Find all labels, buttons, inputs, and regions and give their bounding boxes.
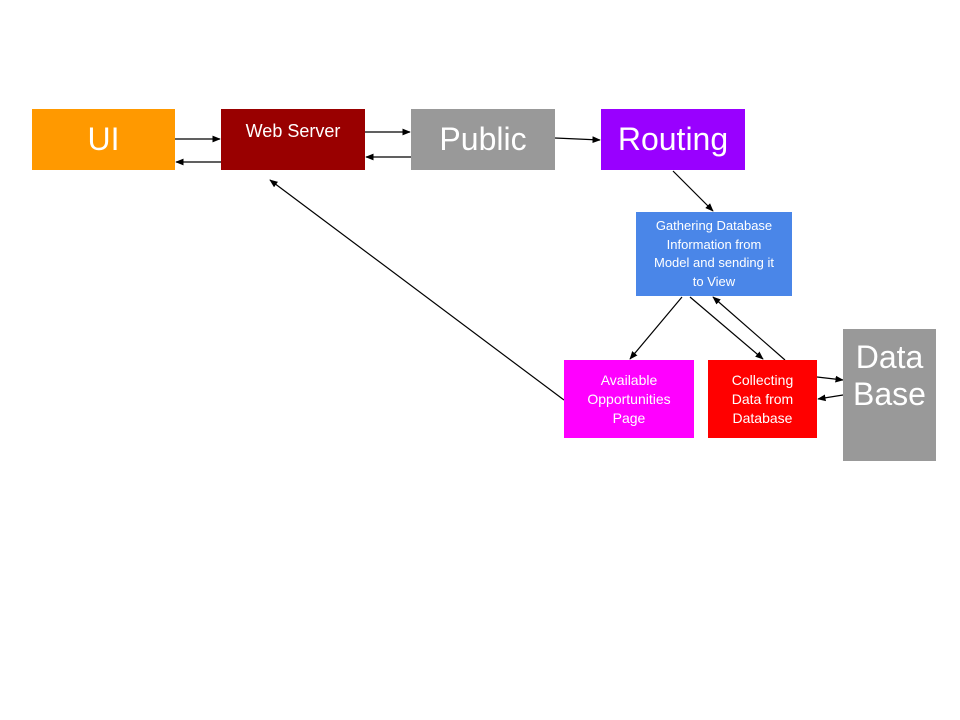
node-gathering-label: Gathering Database Information from Mode… [654, 218, 774, 289]
node-web-server-label: Web Server [245, 121, 341, 141]
node-available-opportunities-page: Available Opportunities Page [564, 360, 694, 438]
node-gathering-database-information: Gathering Database Information from Mode… [636, 212, 792, 296]
node-routing: Routing [601, 109, 745, 170]
node-database-label: Data Base [853, 339, 926, 412]
arrow-collecting-to-gathering [712, 296, 786, 361]
node-collecting-label: Collecting Data from Database [731, 371, 794, 426]
node-available-label: Available Opportunities Page [587, 371, 671, 426]
arrow-available-to-web-server [269, 179, 565, 401]
arrow-gathering-to-collecting [689, 296, 764, 360]
node-ui-label: UI [87, 121, 120, 157]
arrow-collecting-to-database [816, 375, 844, 383]
arrow-gathering-to-available [629, 296, 683, 360]
arrow-routing-to-gathering [672, 170, 714, 212]
node-public-label: Public [439, 121, 527, 157]
node-web-server: Web Server [221, 109, 365, 170]
node-database: Data Base [843, 329, 936, 461]
node-public: Public [411, 109, 555, 170]
node-routing-label: Routing [617, 121, 729, 157]
node-collecting-data-from-database: Collecting Data from Database [708, 360, 817, 438]
arrow-database-to-collecting [817, 394, 844, 402]
node-ui: UI [32, 109, 175, 170]
arrow-public-to-routing [554, 136, 601, 144]
